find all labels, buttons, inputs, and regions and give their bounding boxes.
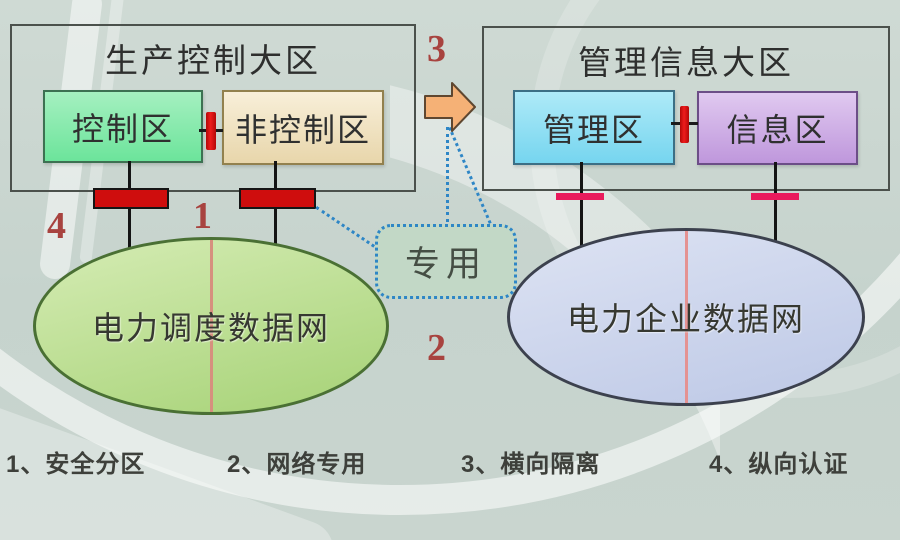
divider-line xyxy=(684,231,688,403)
management-information-zone-box: 管理信息大区 管理区 信息区 xyxy=(482,26,890,191)
legend-item-vertical-authentication: 4、纵向认证 xyxy=(709,451,849,478)
flow-arrow-icon xyxy=(424,82,476,132)
firewall-bar-right xyxy=(680,106,689,143)
management-area-label: 管理区 xyxy=(542,111,645,148)
firewall-tick xyxy=(556,193,604,200)
firewall-bar-left xyxy=(206,112,216,150)
non-control-area-label: 非控制区 xyxy=(234,111,371,148)
marker-4: 4 xyxy=(47,205,66,247)
isolation-device-bar xyxy=(93,188,169,209)
marker-1: 1 xyxy=(193,195,212,237)
control-area-box: 控制区 xyxy=(43,90,203,163)
connection-line xyxy=(774,162,777,248)
enterprise-network-label: 电力企业数据网 xyxy=(566,301,805,337)
legend-item-network-dedicated: 2、网络专用 xyxy=(227,451,367,478)
production-zone-title: 生产控制大区 xyxy=(105,42,321,79)
connection-line xyxy=(580,162,583,248)
firewall-tick xyxy=(751,193,799,200)
non-control-area-box: 非控制区 xyxy=(222,90,384,165)
management-zone-title: 管理信息大区 xyxy=(578,44,794,81)
management-area-box: 管理区 xyxy=(513,90,675,165)
dotted-connector-line xyxy=(315,206,381,251)
dedicated-callout-label: 专用 xyxy=(404,245,487,284)
marker-2: 2 xyxy=(427,327,446,369)
isolation-device-bar xyxy=(239,188,316,209)
enterprise-data-network-ellipse: 电力企业数据网 xyxy=(507,228,865,406)
information-area-box: 信息区 xyxy=(697,91,858,165)
dedicated-network-callout: 专用 xyxy=(375,224,517,299)
divider-line xyxy=(209,240,213,412)
legend-item-security-partition: 1、安全分区 xyxy=(6,451,146,478)
marker-3: 3 xyxy=(427,28,446,70)
dispatch-data-network-ellipse: 电力调度数据网 xyxy=(33,237,389,415)
production-control-zone-box: 生产控制大区 控制区 非控制区 xyxy=(10,24,416,192)
information-area-label: 信息区 xyxy=(726,112,829,148)
dispatch-network-label: 电力调度数据网 xyxy=(91,310,330,346)
legend-item-horizontal-isolation: 3、横向隔离 xyxy=(461,451,601,478)
control-area-label: 控制区 xyxy=(71,110,174,147)
dotted-connector-line xyxy=(446,127,449,222)
